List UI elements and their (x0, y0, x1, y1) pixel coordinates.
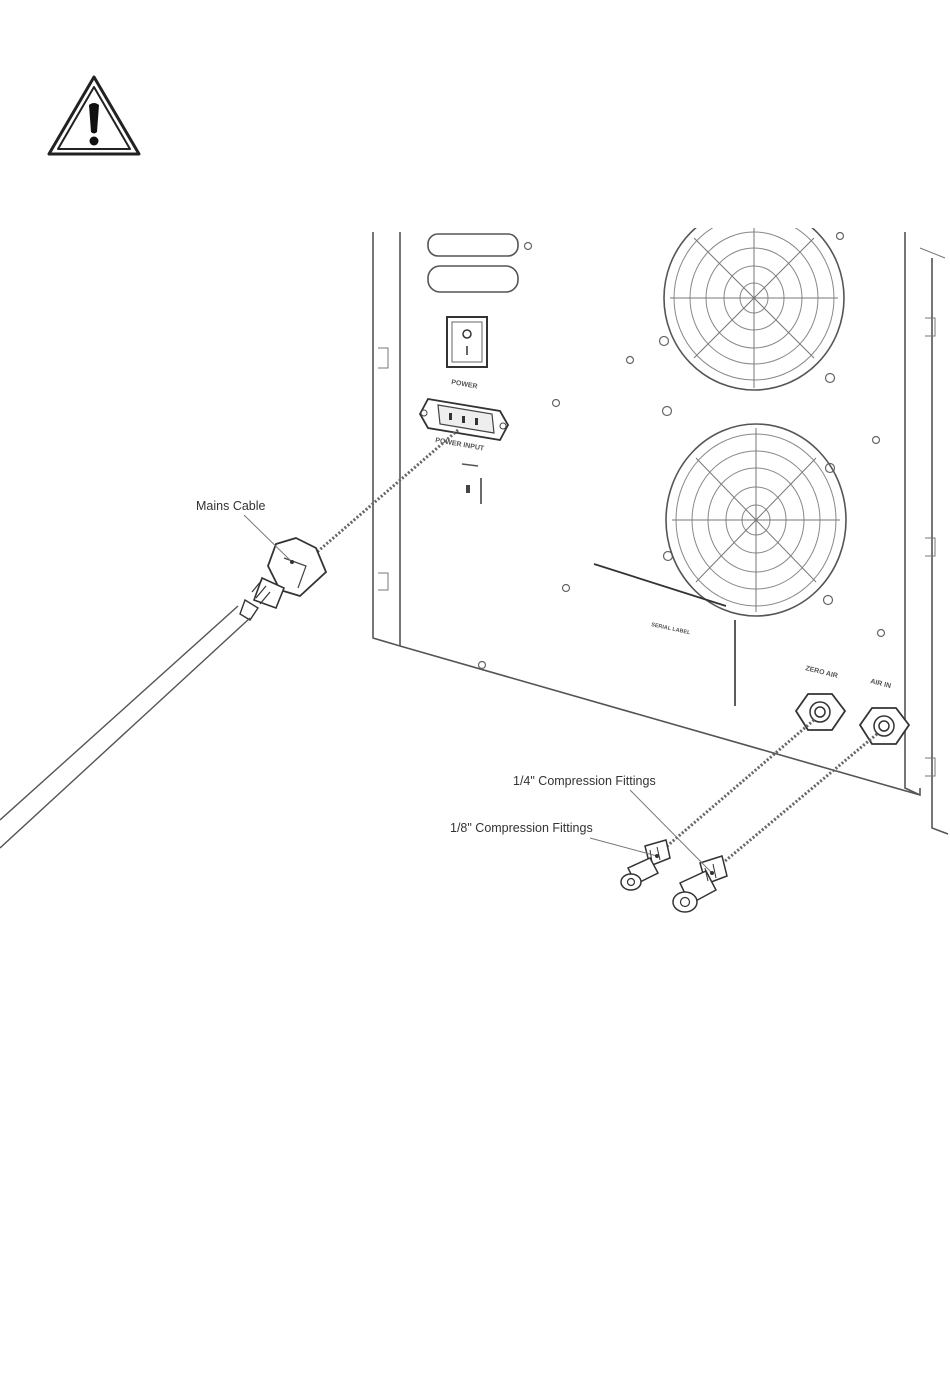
warning-icon (46, 74, 142, 158)
quarter-inch-fitting (673, 856, 727, 912)
air-in-tube (712, 734, 877, 872)
eighth-inch-fittings-label: 1/8" Compression Fittings (450, 821, 593, 835)
rear-panel-connection-diagram: POWER POWER INPUT SERIAL LABEL ZERO AIR … (0, 228, 950, 930)
power-switch-label: POWER (451, 379, 478, 390)
mains-plug (240, 538, 326, 620)
eighth-inch-fitting (621, 840, 670, 890)
zero-air-label: ZERO AIR (805, 665, 839, 680)
zero-air-tube (659, 720, 814, 853)
mains-cord (0, 606, 250, 848)
serial-label-area (594, 564, 735, 706)
zero-air-port (796, 694, 845, 730)
mains-cable-label: Mains Cable (196, 499, 266, 513)
mains-cable-line (316, 430, 458, 553)
quarter-inch-fittings-label: 1/4" Compression Fittings (513, 774, 656, 788)
quarter-inch-leader (630, 790, 712, 873)
air-in-port (860, 708, 909, 744)
air-in-label: AIR IN (870, 678, 892, 690)
upper-fan (664, 228, 844, 390)
mains-cable-leader (244, 515, 292, 562)
power-switch[interactable] (447, 317, 487, 367)
voltage-symbol (462, 464, 481, 504)
serial-label-text: SERIAL LABEL (651, 622, 692, 636)
lower-fan (666, 424, 846, 616)
power-input-socket (420, 399, 508, 440)
